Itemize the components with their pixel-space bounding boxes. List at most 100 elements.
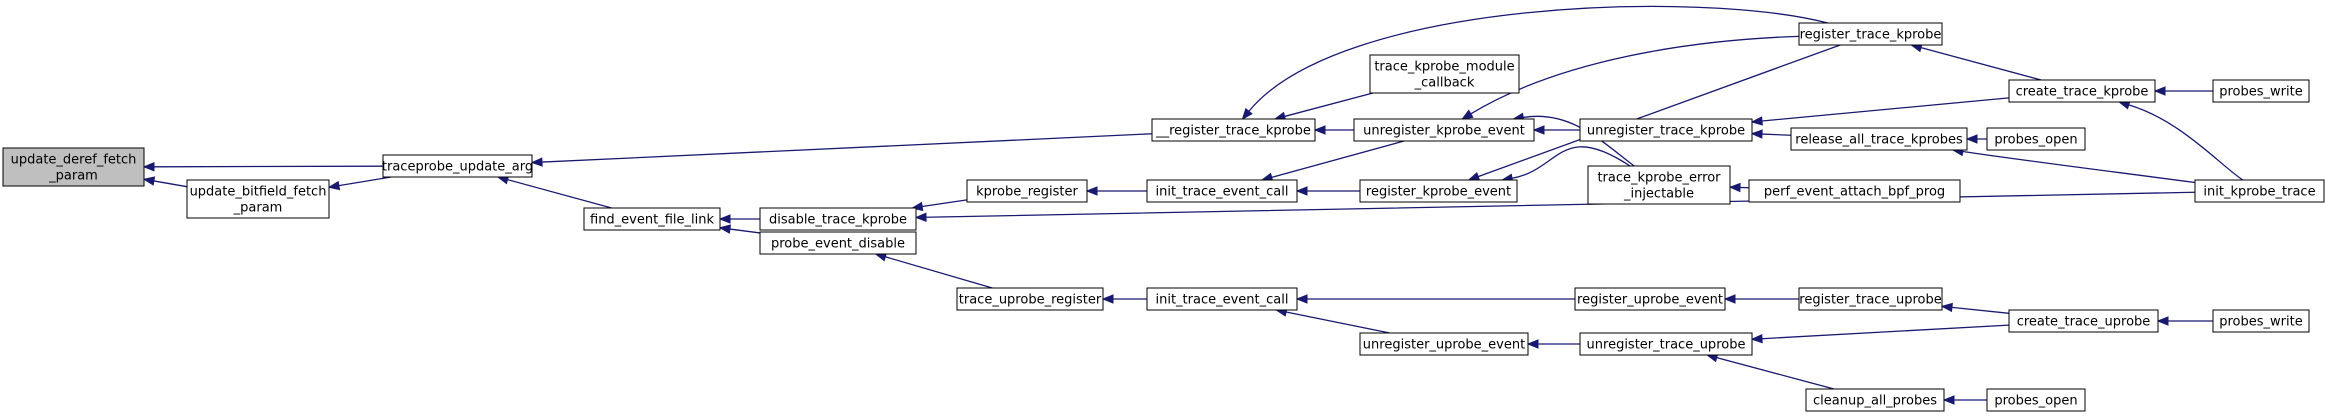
arrowhead-icon [327,180,341,191]
edge-unregister-kprobe-event-to-register-trace-kprobe [1313,125,1354,135]
node-label: perf_event_attach_bpf_prog [1764,185,1945,200]
node-find-event-file-link[interactable]: find_event_file_link [583,207,721,231]
edges-layer [142,5,2244,405]
node-label: disable_trace_kprobe [769,213,907,228]
edge-line [922,199,968,208]
node-box [1798,287,1943,311]
node-disable-trace-kprobe[interactable]: disable_trace_kprobe [759,207,917,231]
node-box [382,154,533,178]
arrowhead-icon [1295,294,1308,304]
node-traceprobe-update-arg[interactable]: traceprobe_update_arg [382,154,533,178]
edge-unregister-uprobe-event-to-init-trace-event-call [1274,307,1390,334]
nodes-layer: update_deref_fetch_param update_bitfield_… [2,22,2325,412]
node-box [1369,54,1520,94]
node-box [1986,388,2086,412]
node-box [1151,118,1316,142]
edge-init-kprobe-trace-to-release-all-trace-kprobes [1951,146,2196,184]
node-register-trace-kprobe[interactable]: register_trace_kprobe [1798,22,1943,46]
node-probes-write[interactable]: probes_write [2212,79,2310,103]
node-label: unregister_trace_kprobe [1587,124,1745,139]
node-create-trace-kprobe[interactable]: create_trace_kprobe [2008,79,2156,103]
node-label: create_trace_uprobe [2017,315,2151,330]
node-trace-kprobe-error-injectable[interactable]: trace_kprobe_error_injectable [1587,165,1731,205]
arrowhead-icon [718,214,731,224]
edge-traceprobe-update-arg-to-update-bitfield-fetch-param [327,176,392,191]
node-update-deref-fetch-param[interactable]: update_deref_fetch_param [2,147,145,187]
node-label: probes_write [2219,315,2302,330]
edge-line [1470,35,1800,115]
node-label: init_trace_event_call [1156,185,1289,200]
arrowhead-icon [1723,294,1736,304]
node-box [1986,127,2086,151]
node-register-trace-kprobe[interactable]: __register_trace_kprobe [1151,118,1316,142]
edge-unregister-trace-kprobe-to-unregister-kprobe-event [1532,125,1580,135]
node-unregister-trace-kprobe[interactable]: unregister_trace_kprobe [1579,118,1753,142]
node-cleanup-all-probes[interactable]: cleanup_all_probes [1805,388,1945,412]
node-box [2,147,145,187]
node-label: create_trace_kprobe [2016,85,2149,100]
node-box [966,179,1088,203]
node-unregister-kprobe-event[interactable]: unregister_kprobe_event [1353,118,1535,142]
node-init-trace-event-call[interactable]: init_trace_event_call [1146,287,1298,311]
node-update-bitfield-fetch-param[interactable]: update_bitfield_fetch_param [186,179,330,219]
node-release-all-trace-kprobes[interactable]: release_all_trace_kprobes [1790,127,1968,151]
edge-perf-event-attach-bpf-prog-to-trace-kprobe-error-injectable [1728,182,1750,193]
node-trace-uprobe-register[interactable]: trace_uprobe_register [956,287,1104,311]
edge-line [1962,150,2196,184]
node-box [1798,22,1943,46]
node-label: update_deref_fetch [11,153,137,168]
node-trace-kprobe-module-callback[interactable]: trace_kprobe_module_callback [1369,54,1520,94]
edge-line [1248,5,1829,112]
node-label: unregister_kprobe_event [1363,124,1525,139]
node-create-trace-uprobe[interactable]: create_trace_uprobe [2008,309,2159,333]
node-init-kprobe-trace[interactable]: init_kprobe_trace [2194,179,2325,203]
arrowhead-icon [1101,294,1114,304]
node-unregister-uprobe-event[interactable]: unregister_uprobe_event [1359,332,1529,356]
node-label: register_trace_kprobe [1800,28,1942,43]
edge-register-trace-uprobe-to-register-uprobe-event [1723,294,1799,304]
node-label: release_all_trace_kprobes [1795,133,1963,148]
edge-line [1285,311,1390,334]
arrowhead-icon [2153,86,2166,96]
node-probe-event-disable[interactable]: probe_event_disable [759,231,917,255]
edge-line [338,176,392,187]
node-box [2212,79,2310,103]
edge-probes-write-to-create-trace-uprobe [2156,316,2213,326]
node-probes-write[interactable]: probes_write [2212,309,2310,333]
edge-release-all-trace-kprobes-to-unregister-trace-kprobe [1750,129,1792,139]
node-probes-open[interactable]: probes_open [1986,388,2086,412]
node-box [1579,332,1753,356]
arrowhead-icon [1526,339,1539,349]
node-box [1146,287,1298,311]
node-probes-open[interactable]: probes_open [1986,127,2086,151]
edge-create-trace-kprobe-to-unregister-trace-kprobe [1750,97,2010,126]
node-kprobe-register[interactable]: kprobe_register [966,179,1088,203]
edge-line [1477,44,1841,178]
edge-line [1920,46,2042,81]
node-register-trace-uprobe[interactable]: register_trace_uprobe [1798,287,1943,311]
node-label: unregister_trace_uprobe [1587,338,1746,353]
edge-line [1716,356,1835,390]
node-perf-event-attach-bpf-prog[interactable]: perf_event_attach_bpf_prog [1748,179,1961,203]
arrowhead-icon [1461,109,1474,120]
node-label: probes_open [1994,133,2077,148]
node-init-trace-event-call[interactable]: init_trace_event_call [1146,179,1298,203]
node-label: kprobe_register [976,185,1078,200]
node-label: update_bitfield_fetch [190,185,327,200]
arrowhead-icon [1750,116,1763,126]
arrowhead-icon [1085,186,1098,196]
edge-traceprobe-update-arg-to-update-deref-fetch-param [142,162,384,172]
edge-register-trace-kprobe-to-register-kprobe-event [1467,44,1841,181]
arrowhead-icon [142,176,156,186]
node-label: find_event_file_link [590,213,714,228]
arrowhead-icon [1728,182,1741,193]
node-register-kprobe-event[interactable]: register_kprobe_event [1359,179,1518,203]
edge-init-kprobe-trace-to-disable-trace-kprobe [914,191,2196,222]
node-box [2194,179,2325,203]
node-unregister-trace-uprobe[interactable]: unregister_trace_uprobe [1579,332,1753,356]
edge-line [153,180,188,188]
arrowhead-icon [1313,125,1326,135]
node-register-uprobe-event[interactable]: register_uprobe_event [1574,287,1726,311]
arrowhead-icon [1467,171,1481,181]
